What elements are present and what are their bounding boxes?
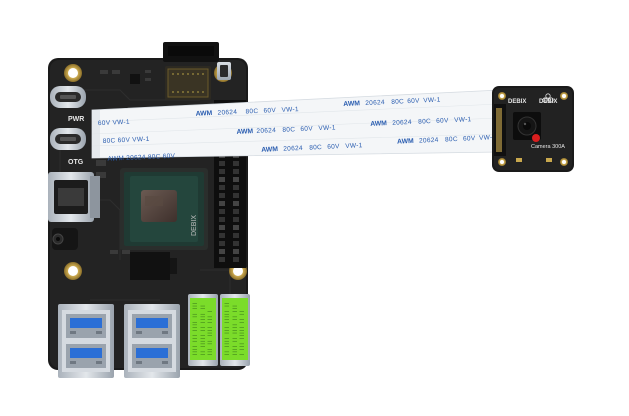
ribbon-print-awm: AWM — [236, 128, 253, 136]
svg-text:|||| || |||| || |||: |||| || |||| || ||| — [232, 305, 238, 356]
svg-text:|| ||||| || |||| ||: || ||||| || |||| || — [200, 305, 206, 356]
ribbon-print-temp: 80C — [282, 126, 295, 134]
svg-text:||| || |||| ||| |: ||| || |||| ||| | — [207, 310, 213, 356]
ribbon-print-volt: 60V — [327, 143, 340, 151]
gpio-pin — [219, 249, 225, 254]
ribbon-print-code: 20624 — [256, 127, 276, 135]
soc-marking: DEBIX — [191, 215, 198, 236]
ribbon-print-volt: 60V — [407, 98, 420, 106]
ribbon-print-rating: VW-1 — [318, 124, 336, 132]
usb-a-port-right — [124, 304, 180, 378]
otg-label: OTG — [68, 159, 84, 166]
gpio-pin — [219, 217, 225, 222]
gpio-pin — [233, 193, 239, 198]
ribbon-print-rating: VW-1 — [423, 97, 441, 105]
camera-brand-right: DEBIX — [539, 99, 557, 105]
soc-chip: DEBIX — [120, 168, 208, 250]
ribbon-print-awm: AWM — [397, 138, 414, 146]
ribbon-print-lead-1: 60V VW-1 — [98, 119, 130, 127]
usb-a-port-left — [58, 304, 114, 378]
gpio-pin — [219, 225, 225, 230]
gpio-pin — [233, 161, 239, 166]
gpio-pin — [219, 257, 225, 262]
ribbon-print-rating: VW-1 — [479, 134, 497, 142]
gpio-pin — [233, 209, 239, 214]
gpio-pin — [219, 209, 225, 214]
ribbon-print-volt: 60V — [300, 125, 313, 133]
ribbon-print-rating: VW-1 — [345, 142, 363, 150]
gpio-pin — [233, 225, 239, 230]
mounting-hole — [64, 64, 82, 82]
usb-c-port-pwr — [50, 86, 86, 108]
gpio-pin — [233, 185, 239, 190]
gpio-pin — [233, 217, 239, 222]
gpio-pin — [233, 169, 239, 174]
ethernet-port-left: |||| ||| |||| || ||| || ||||| || |||| ||… — [188, 294, 218, 366]
gpio-pin — [219, 169, 225, 174]
camera-status-led — [532, 134, 540, 142]
gpio-pin — [233, 201, 239, 206]
ribbon-print-temp: 80C — [391, 98, 404, 106]
memory-chip — [130, 252, 170, 280]
svg-text:| ||| ||||| || ||: | ||| ||||| || || — [239, 310, 245, 356]
ribbon-print-awm: AWM — [370, 120, 387, 128]
board-button — [217, 62, 231, 80]
ribbon-print-awm: AWM — [343, 100, 360, 108]
ribbon-print-code: 20624 — [419, 137, 439, 145]
gpio-pin — [233, 241, 239, 246]
audio-jack — [52, 228, 78, 250]
ribbon-print-temp: 80C — [309, 144, 322, 152]
camera-module: DEBIX DEBIX Camera 300A — [492, 86, 574, 172]
ribbon-print-temp: 80C — [445, 136, 458, 144]
ribbon-print-volt: 60V — [463, 135, 476, 143]
mounting-hole — [64, 262, 82, 280]
hdmi-port — [48, 172, 100, 222]
ribbon-print-code: 20624 — [217, 109, 237, 117]
camera-model-label: Camera 300A — [531, 144, 565, 150]
camera-brand-left: DEBIX — [508, 99, 526, 105]
gpio-pin — [219, 193, 225, 198]
ribbon-print-temp: 80C — [245, 108, 258, 116]
pwr-label: PWR — [68, 116, 84, 123]
debix-logo-icon — [542, 93, 554, 103]
usb-c-port-otg — [50, 128, 86, 150]
ribbon-print-code: 20624 — [392, 119, 412, 127]
ribbon-cable: 60V VW-1 AWM 20624 80C 60V VW-1 AWM 2062… — [91, 89, 501, 163]
ethernet-port-right: || |||| ||| ||||| || |||| || |||| || |||… — [220, 294, 250, 366]
gpio-pin — [219, 201, 225, 206]
svg-text:|| |||| ||| ||||| ||: || |||| ||| ||||| || — [224, 302, 230, 356]
gpio-pin — [219, 233, 225, 238]
wifi-module — [165, 66, 211, 100]
gpio-pin — [233, 249, 239, 254]
ribbon-print-rating: VW-1 — [454, 116, 472, 124]
camera-lens — [513, 112, 541, 140]
ribbon-print-rating: VW-1 — [281, 106, 299, 114]
ribbon-print-volt: 60V — [436, 117, 449, 125]
gpio-pin — [219, 161, 225, 166]
ribbon-print-code: 20624 — [365, 99, 385, 107]
top-connector — [163, 42, 219, 62]
svg-text:|||| ||| |||| || |||: |||| ||| |||| || ||| — [192, 302, 198, 356]
gpio-pin — [219, 177, 225, 182]
gpio-pin — [233, 177, 239, 182]
gpio-pin — [219, 241, 225, 246]
ribbon-print-volt: 60V — [263, 107, 276, 115]
ribbon-print-temp: 80C — [418, 118, 431, 126]
ribbon-print-lead-2: 80C 60V VW-1 — [103, 136, 150, 145]
gpio-pin — [219, 185, 225, 190]
ribbon-print-awm: AWM — [261, 146, 278, 154]
gpio-pin — [233, 233, 239, 238]
ribbon-print-awm: AWM — [195, 110, 212, 118]
gpio-pin — [233, 257, 239, 262]
ribbon-print-code: 20624 — [283, 145, 303, 153]
ribbon-print-lead-3: AWM 20624 80C 60V — [107, 153, 175, 163]
